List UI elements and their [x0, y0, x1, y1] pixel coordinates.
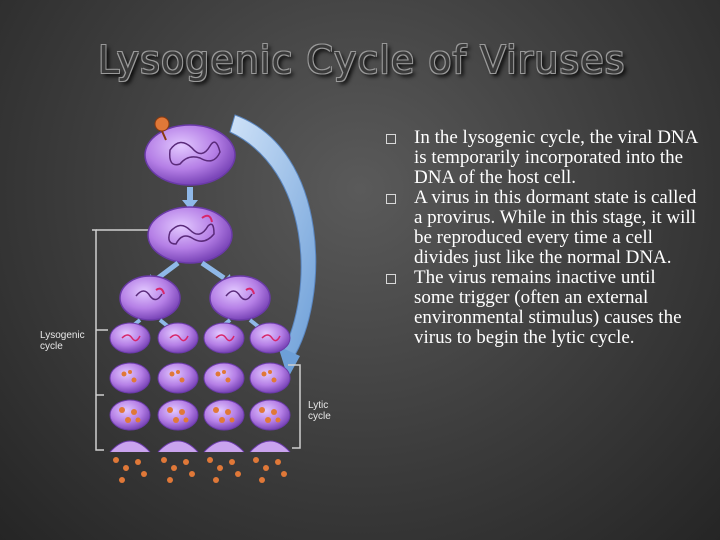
bullet-item: In the lysogenic cycle, the viral DNA is…: [380, 128, 700, 188]
cell-row-lytic-3: [109, 440, 291, 483]
diagram-illustration: [92, 114, 317, 483]
cell-row-lysogenic: [109, 322, 291, 354]
bullet-text: The virus remains inactive until some tr…: [414, 267, 682, 348]
square-bullet-icon: [386, 134, 396, 144]
lysogenic-cycle-label: Lysogenic cycle: [40, 330, 85, 352]
bullet-item: The virus remains inactive until some tr…: [380, 268, 700, 348]
square-bullet-icon: [386, 274, 396, 284]
bullet-item: A virus in this dormant state is called …: [380, 188, 700, 268]
bullet-text: A virus in this dormant state is called …: [414, 187, 697, 268]
cell-row-lytic-2: [109, 399, 291, 431]
cell-row-lytic-1: [109, 362, 291, 394]
bullet-list: In the lysogenic cycle, the viral DNA is…: [380, 128, 700, 348]
lytic-cycle-label: Lytic cycle: [308, 400, 331, 422]
slide-title: Lysogenic Cycle of Viruses: [98, 38, 626, 82]
lysogenic-cycle-diagram: Lysogenic cycle Lytic cycle: [30, 110, 375, 520]
square-bullet-icon: [386, 194, 396, 204]
bullet-text: In the lysogenic cycle, the viral DNA is…: [414, 127, 698, 188]
